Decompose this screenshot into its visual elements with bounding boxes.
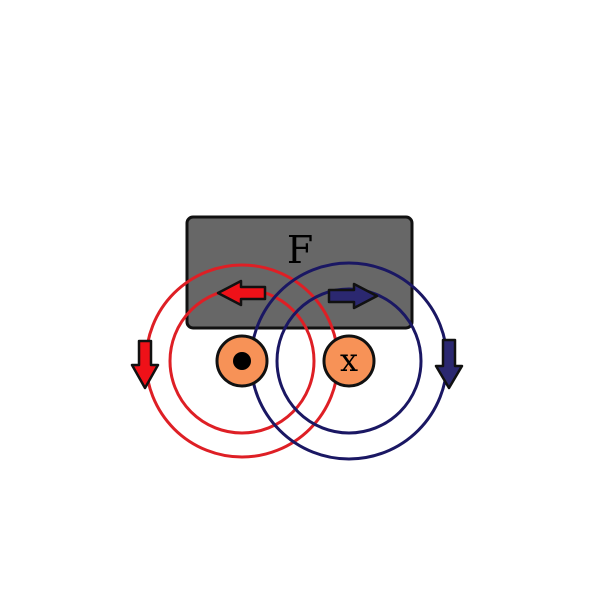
red-arrow-top (216, 279, 267, 307)
block-label: F (287, 228, 313, 272)
navy-arrow-top (327, 282, 379, 310)
current-into-symbol: x (340, 341, 358, 379)
current-out-dot-icon (233, 352, 251, 370)
navy-arrow-right (434, 338, 464, 390)
red-arrow-left (130, 339, 160, 390)
right-conductor (322, 334, 376, 388)
